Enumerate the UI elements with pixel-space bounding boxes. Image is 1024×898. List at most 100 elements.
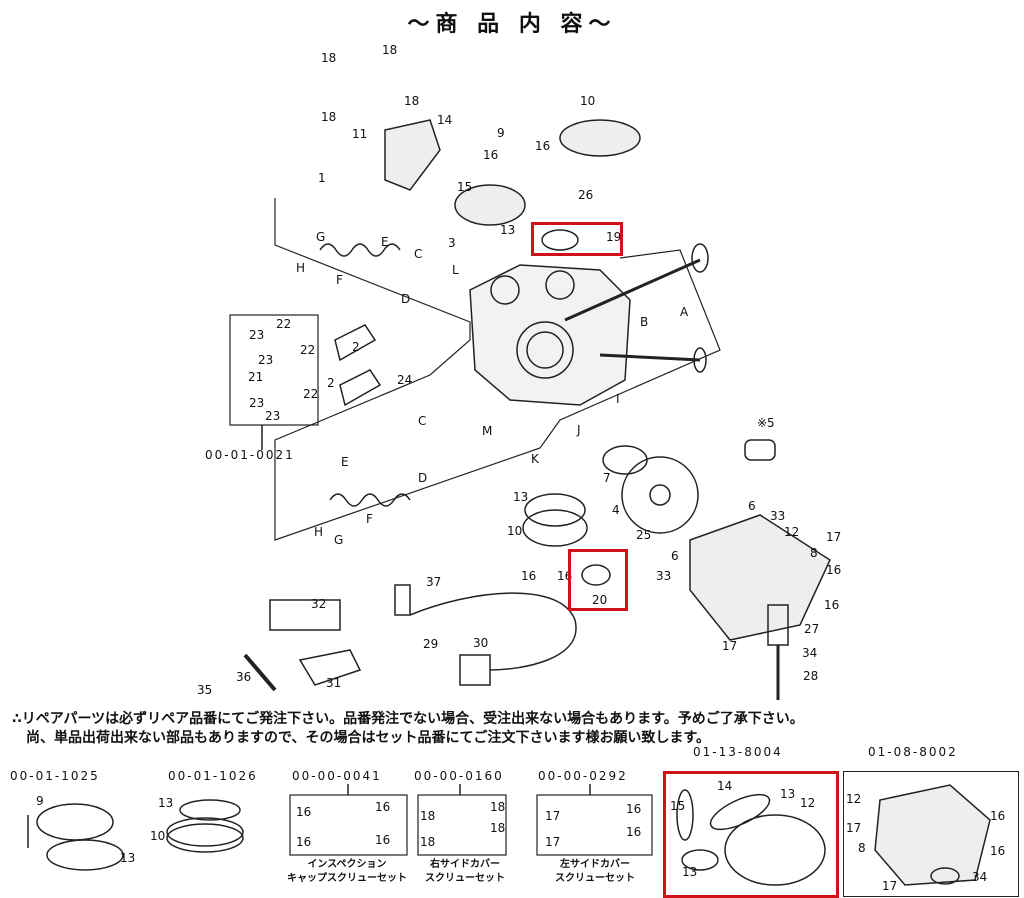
set-box-01-08-8002	[843, 771, 1019, 897]
callout-label: 12	[784, 525, 800, 539]
set-callout-label: 16	[375, 800, 391, 814]
callout-label: 6	[748, 499, 756, 513]
cylinder-bore-inner	[526, 331, 564, 369]
set-caption: 右サイドカバースクリューセット	[415, 858, 515, 886]
callout-label: 32	[311, 597, 327, 611]
set-box-00-00-0292	[536, 794, 653, 856]
rocker-arm	[334, 324, 377, 362]
cylinder-bore	[516, 321, 574, 379]
cam-sprocket	[621, 456, 699, 534]
set-callout-label: 10	[150, 829, 166, 843]
set-caption-line: キャップスクリューセット	[287, 873, 407, 884]
callout-label: D	[401, 292, 411, 306]
callout-label: 24	[397, 373, 413, 387]
callout-label: C	[418, 414, 427, 428]
set-code: 00-00-0160	[414, 769, 504, 783]
callout-label: K	[531, 452, 539, 466]
highlight-box-19	[531, 222, 623, 256]
callout-label: 2	[327, 376, 335, 390]
set-code: 00-00-0292	[538, 769, 628, 783]
callout-label: 20	[592, 593, 608, 607]
set-01-13-8004-art	[676, 789, 826, 886]
set-00-01-1025-art	[27, 803, 124, 871]
callout-label: 31	[326, 676, 342, 690]
set-caption-line: 左サイドカバー	[560, 859, 630, 870]
assembly-frame	[274, 198, 721, 541]
callout-label: 18	[382, 43, 398, 57]
set-caption: インスペクションキャップスクリューセット	[282, 858, 412, 886]
set-box-00-00-0160	[417, 794, 507, 856]
callout-label: 37	[426, 575, 442, 589]
callout-label: 22	[300, 343, 316, 357]
callout-label: 26	[578, 188, 594, 202]
callout-label: 17	[826, 530, 842, 544]
set-callout-label: 13	[158, 796, 174, 810]
callout-label: 13	[500, 223, 516, 237]
set-callout-label: 12	[800, 796, 816, 810]
callout-label: 10	[507, 524, 523, 538]
inspection-cap-gasket	[522, 509, 588, 547]
callout-label: F	[366, 512, 373, 526]
inspection-cap	[524, 493, 586, 527]
callout-label: 00-01-0021	[205, 448, 295, 462]
set-callout-label: 16	[990, 809, 1006, 823]
callout-label: 16	[824, 598, 840, 612]
highlight-box-20	[568, 549, 628, 611]
set-callout-label: 17	[545, 835, 561, 849]
set-callout-label: 16	[626, 802, 642, 816]
valve-head	[693, 347, 707, 373]
callout-label: 21	[248, 370, 264, 384]
plug-cable	[409, 592, 577, 671]
callout-label: H	[296, 261, 306, 275]
callout-label: 2	[352, 340, 360, 354]
highlight-box-01-13-8004	[663, 771, 839, 898]
callout-label: 8	[810, 546, 818, 560]
callout-label: 33	[770, 509, 786, 523]
set-caption-line: スクリューセット	[425, 873, 505, 884]
set-callout-label: 34	[972, 870, 988, 884]
callout-label: 3	[448, 236, 456, 250]
cam-bore	[545, 270, 575, 300]
set-callout-label: 16	[296, 805, 312, 819]
callout-label: 13	[513, 490, 529, 504]
set-box-00-01-0021	[229, 314, 319, 426]
callout-label: 10	[580, 94, 596, 108]
callout-label: 36	[236, 670, 252, 684]
part-5	[744, 439, 776, 461]
callout-label: G	[316, 230, 326, 244]
set-caption-line: 右サイドカバー	[430, 859, 500, 870]
callout-label: E	[381, 235, 389, 249]
set-callout-label: 16	[626, 825, 642, 839]
valve-head	[691, 243, 709, 273]
side-cover	[384, 119, 441, 191]
set-callout-label: 17	[846, 821, 862, 835]
valve-spring	[329, 493, 411, 507]
callout-label: 16	[535, 139, 551, 153]
callout-label: 23	[249, 328, 265, 342]
sprocket-cover	[689, 514, 831, 641]
set-callout-label: 18	[420, 809, 436, 823]
callout-label: I	[616, 392, 620, 406]
callout-label: L	[452, 263, 459, 277]
set-callout-label: 16	[990, 844, 1006, 858]
set-code: 00-00-0041	[292, 769, 382, 783]
o-ring-20	[581, 564, 611, 586]
callout-label: 14	[437, 113, 453, 127]
callout-label: 16	[483, 148, 499, 162]
callout-label: 22	[276, 317, 292, 331]
callout-label: 19	[606, 230, 622, 244]
valve-stem	[564, 258, 701, 322]
callout-label: 30	[473, 636, 489, 650]
set-callout-label: 12	[846, 792, 862, 806]
callout-label: 34	[802, 646, 818, 660]
set-00-01-1026-art	[166, 799, 244, 853]
callout-label: 11	[352, 127, 368, 141]
callout-label: B	[640, 315, 649, 329]
callout-label: 28	[803, 669, 819, 683]
callout-label: ※5	[757, 416, 775, 430]
callout-label: 7	[603, 471, 611, 485]
set-callout-label: 16	[296, 835, 312, 849]
ignition-cap	[459, 654, 491, 686]
